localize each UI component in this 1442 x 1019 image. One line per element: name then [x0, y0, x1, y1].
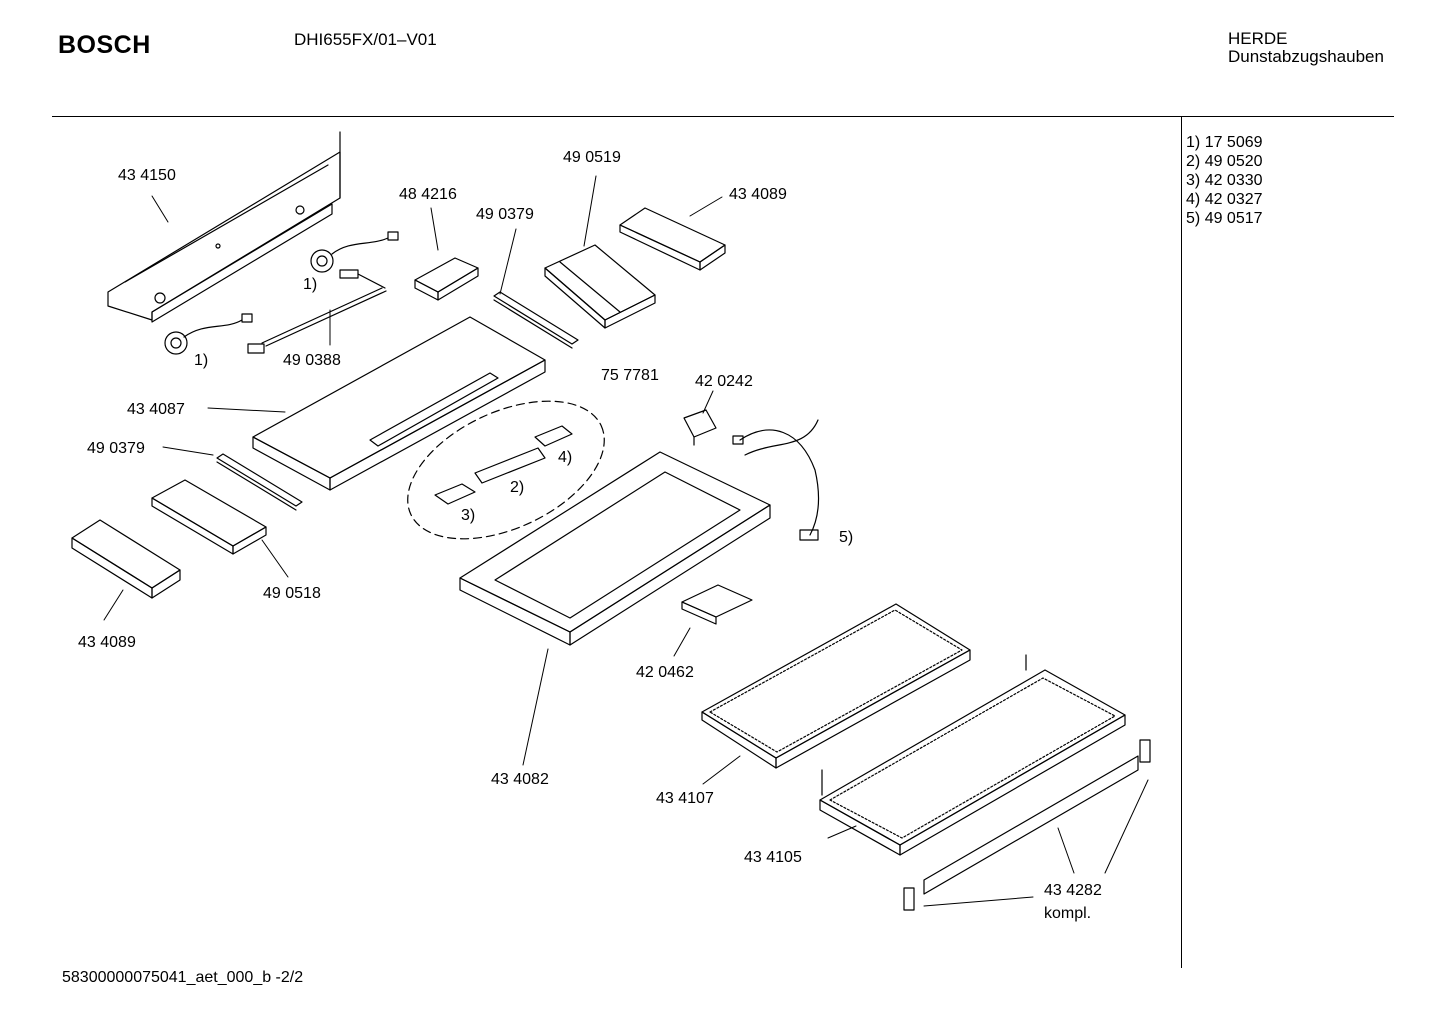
- category-title: HERDE: [1228, 29, 1288, 48]
- callout-434150: 43 4150: [118, 167, 176, 184]
- lamp-socket-top: [310, 231, 399, 273]
- callout-kompl: kompl.: [1044, 905, 1091, 922]
- part-757781-controls: [407, 400, 605, 540]
- lamp-socket-bottom: [164, 313, 253, 355]
- part-490379-rail-top: [493, 291, 579, 349]
- header-divider: [52, 116, 1394, 117]
- part-420462-module: [681, 584, 753, 625]
- part-434282-trim: [903, 739, 1151, 911]
- callout-5: 5): [839, 529, 853, 546]
- leader-lines: [103, 175, 1149, 907]
- callout-434282: 43 4282: [1044, 882, 1102, 899]
- part-434087-cover: [252, 316, 546, 491]
- legend-item: 2) 49 0520: [1186, 153, 1263, 170]
- callout-434082: 43 4082: [491, 771, 549, 788]
- callout-434087: 43 4087: [127, 401, 185, 418]
- part-484216-transformer: [414, 257, 479, 301]
- callout-490519: 49 0519: [563, 149, 621, 166]
- legend-item: 3) 42 0330: [1186, 172, 1263, 189]
- callout-1-bottom: 1): [194, 352, 208, 369]
- part-434150-bracket: [107, 131, 341, 323]
- callout-434105: 43 4105: [744, 849, 802, 866]
- exploded-parts-diagram: 43 4150 48 4216 49 0519 49 0379 43 4089 …: [71, 131, 1151, 922]
- callout-2: 2): [510, 479, 524, 496]
- callout-490379-top: 49 0379: [476, 206, 534, 223]
- callout-434107: 43 4107: [656, 790, 714, 807]
- part-420242-switch: [683, 409, 717, 446]
- legend-divider: [1181, 116, 1182, 968]
- legend-item: 5) 49 0517: [1186, 210, 1263, 227]
- legend-item: 4) 42 0327: [1186, 191, 1263, 208]
- part-434089-top: [619, 207, 726, 271]
- category-subtitle: Dunstabzugshauben: [1228, 47, 1384, 66]
- harness-5: [732, 419, 820, 541]
- brand-logo: BOSCH: [58, 31, 151, 59]
- callout-490388: 49 0388: [283, 352, 341, 369]
- part-490518-box: [151, 479, 267, 555]
- callout-labels: 43 4150 48 4216 49 0519 49 0379 43 4089 …: [78, 149, 1102, 922]
- callout-420242: 42 0242: [695, 373, 753, 390]
- callout-484216: 48 4216: [399, 186, 457, 203]
- part-434107-filter: [701, 603, 971, 769]
- document-id: 58300000075041_aet_000_b -2/2: [62, 969, 304, 986]
- callout-1-top: 1): [303, 276, 317, 293]
- part-434105-filter: [819, 654, 1126, 856]
- callout-3: 3): [461, 507, 475, 524]
- part-434082-housing: [459, 451, 771, 646]
- part-490388-cable: [247, 269, 387, 354]
- callout-434089-bottom: 43 4089: [78, 634, 136, 651]
- part-434089-bottom: [71, 519, 181, 599]
- callout-490379-bottom: 49 0379: [87, 440, 145, 457]
- callout-4: 4): [558, 449, 572, 466]
- part-490519-box: [544, 244, 656, 329]
- legend-item: 1) 17 5069: [1186, 134, 1263, 151]
- callout-490518: 49 0518: [263, 585, 321, 602]
- callout-420462: 42 0462: [636, 664, 694, 681]
- parts-legend: 1) 17 5069 2) 49 0520 3) 42 0330 4) 42 0…: [1186, 133, 1263, 228]
- model-number: DHI655FX/01–V01: [294, 30, 437, 49]
- callout-757781: 75 7781: [601, 367, 659, 384]
- callout-434089-top: 43 4089: [729, 186, 787, 203]
- part-490379-rail-bottom: [216, 453, 303, 511]
